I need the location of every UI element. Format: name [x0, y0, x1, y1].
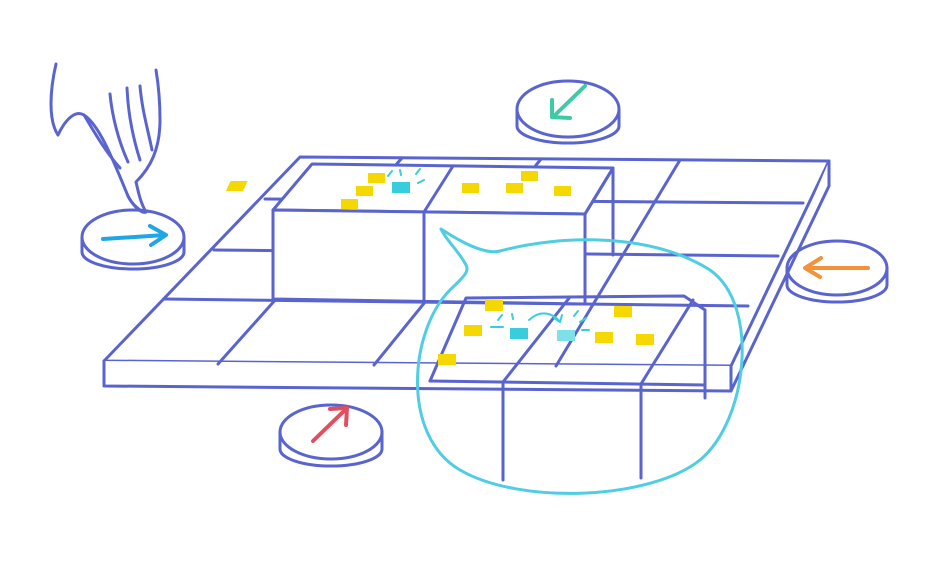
arrow-up-right-icon — [311, 406, 349, 443]
gem — [614, 306, 632, 317]
block-gems — [225, 171, 571, 209]
bubble-move-indicator — [490, 310, 590, 341]
block-active-tile — [387, 168, 425, 193]
bubble-gems — [438, 300, 654, 365]
tile-to — [557, 330, 575, 341]
gem — [595, 332, 613, 343]
gem — [554, 186, 571, 196]
tile-from — [510, 328, 528, 339]
button-arrow-left[interactable] — [785, 239, 889, 304]
gem — [636, 334, 654, 345]
gem — [225, 181, 248, 191]
gem — [464, 325, 482, 336]
gem — [506, 183, 523, 193]
gem — [462, 183, 479, 193]
zoom-bubble — [416, 227, 744, 495]
gem — [356, 186, 373, 196]
button-arrow-right[interactable] — [80, 208, 186, 271]
gem — [368, 173, 385, 183]
button-arrow-up-right[interactable] — [278, 403, 384, 468]
gem — [485, 300, 503, 311]
arrow-right-icon — [101, 224, 168, 247]
board-side — [729, 159, 831, 393]
gem — [438, 354, 456, 365]
gem — [341, 199, 358, 209]
button-arrow-down-left[interactable] — [515, 79, 621, 145]
gem — [521, 171, 538, 181]
arrow-down-left-icon — [550, 84, 587, 120]
arrow-left-icon — [803, 256, 870, 279]
pointing-hand-icon — [49, 62, 162, 214]
